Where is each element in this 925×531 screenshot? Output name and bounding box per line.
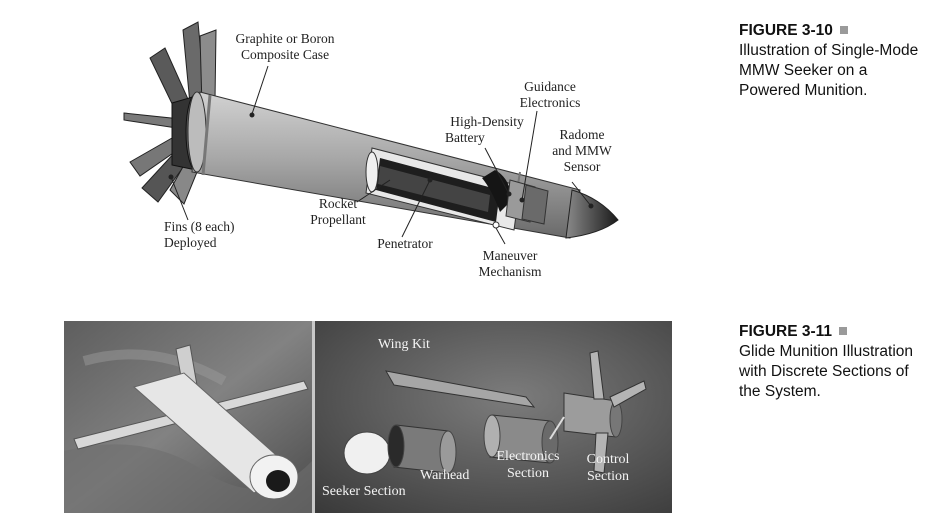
label-electronics-section: Electronics Section — [496, 449, 560, 481]
label-battery: High-Density Battery — [445, 114, 524, 145]
label-wing-kit: Wing Kit — [378, 337, 430, 352]
label-fins: Fins (8 each) Deployed — [164, 219, 235, 250]
leader-lines — [168, 65, 594, 245]
label-maneuver-mechanism: Maneuver Mechanism — [478, 248, 542, 279]
cutaway-section — [365, 147, 549, 231]
bullet-square-icon — [839, 26, 848, 34]
label-seeker-section: Seeker Section — [322, 484, 406, 499]
label-penetrator: Penetrator — [377, 236, 433, 251]
bullet-square-icon — [839, 327, 848, 335]
label-radome: Radome and MMW Sensor — [552, 127, 612, 174]
panel-divider — [312, 321, 315, 513]
figure-3-11-caption: FIGURE 3-11 Glide Munition Illustration … — [739, 322, 919, 402]
glide-munition-flight-photo — [64, 321, 312, 513]
caption-text: Glide Munition Illustration with Discret… — [739, 343, 914, 400]
label-control-section: Control Section — [586, 452, 630, 484]
figure-3-10-illustration — [123, 21, 619, 245]
label-warhead: Warhead — [420, 468, 470, 483]
figure-number: FIGURE 3-11 — [739, 323, 833, 340]
label-rocket-propellant: Rocket Propellant — [310, 196, 366, 227]
figure-3-10-caption: FIGURE 3-10 Illustration of Single-Mode … — [739, 21, 919, 101]
caption-text: Illustration of Single-Mode MMW Seeker o… — [739, 42, 919, 99]
exploded-sections-photo — [315, 321, 672, 513]
label-guidance-electronics: Guidance Electronics — [519, 79, 581, 110]
label-composite-case: Graphite or Boron Composite Case — [235, 31, 335, 62]
figure-3-11-photo — [64, 321, 672, 513]
radome — [565, 189, 619, 239]
figure-number: FIGURE 3-10 — [739, 22, 833, 39]
